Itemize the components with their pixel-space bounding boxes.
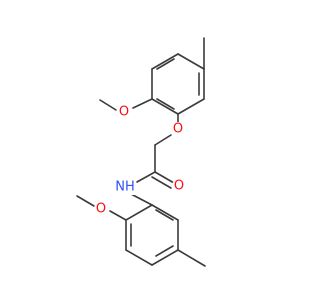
bond — [125, 249, 153, 266]
atom-o-phenoxy: O — [171, 122, 185, 137]
double-bond-inner — [155, 209, 174, 221]
bond — [136, 171, 156, 183]
bond — [99, 99, 117, 111]
bottom-benzene-ring — [125, 204, 179, 266]
double-bond-inner — [156, 98, 175, 110]
bond — [76, 195, 95, 207]
atom-o-carbonyl: O — [172, 179, 186, 194]
top-benzene-ring — [151, 53, 205, 115]
atom-o-ether-bottom: O — [94, 202, 108, 217]
bond — [151, 204, 179, 221]
bond — [151, 53, 179, 70]
carbonyl-double-bond — [154, 171, 175, 184]
bond — [177, 53, 205, 70]
atom-label: O — [96, 202, 106, 217]
atom-label: O — [119, 105, 129, 120]
bond — [151, 98, 179, 115]
atom-label: NH — [115, 180, 135, 195]
bond — [154, 134, 172, 146]
double-bond-inner — [156, 58, 175, 70]
double-bond-inner — [155, 245, 174, 257]
atom-label: O — [174, 179, 184, 194]
methyl-bond-bottom — [177, 249, 206, 267]
bond — [125, 204, 153, 221]
bond — [109, 210, 127, 221]
atom-label: O — [173, 122, 183, 137]
bond — [132, 98, 153, 109]
atom-o-ether-top: O — [117, 105, 131, 120]
bond — [177, 98, 205, 115]
molecule-structure-diagram: O O O NH O — [76, 37, 206, 267]
bond — [151, 249, 179, 266]
carbonyl-double-bond — [151, 176, 172, 189]
atom-n-amide: NH — [114, 179, 136, 195]
bond — [130, 193, 153, 206]
